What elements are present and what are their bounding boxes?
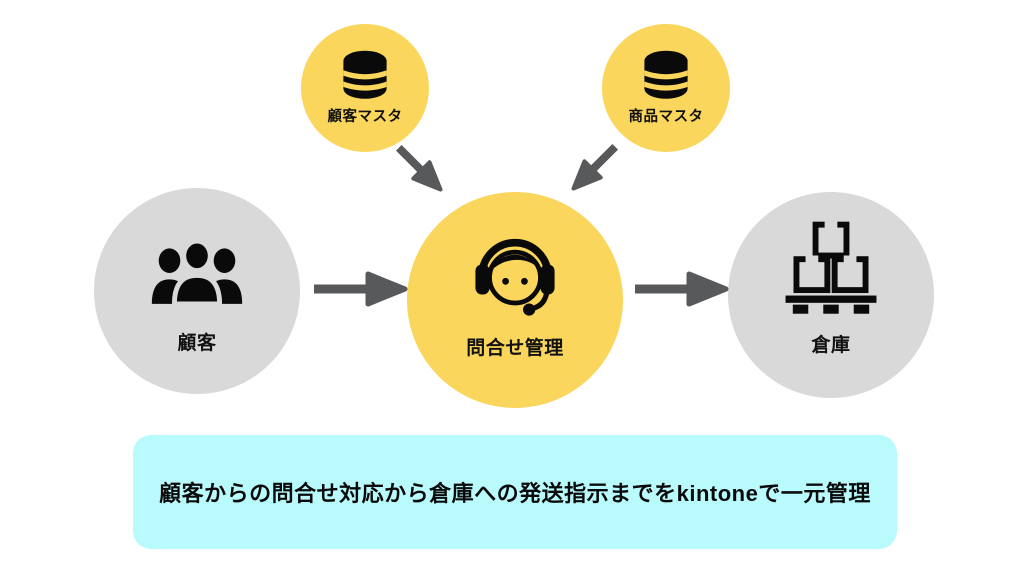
arrow-customer-master-to-inquiry xyxy=(386,135,454,203)
node-label-customer: 顧客 xyxy=(177,333,217,354)
node-customer-master: 顧客マスタ xyxy=(301,24,429,152)
arrow-inquiry-to-warehouse xyxy=(631,269,731,309)
boxes-on-pallet-icon xyxy=(785,221,877,314)
arrow-product-master-to-inquiry xyxy=(560,134,628,202)
node-label-product-master: 商品マスタ xyxy=(628,109,704,125)
summary-banner-text: 顧客からの問合せ対応から倉庫への発送指示までをkintoneで一元管理 xyxy=(159,481,871,506)
summary-banner: 顧客からの問合せ対応から倉庫への発送指示までをkintoneで一元管理 xyxy=(133,435,897,549)
node-label-warehouse: 倉庫 xyxy=(811,335,851,356)
node-warehouse: 倉庫 xyxy=(728,192,934,398)
node-label-customer-master: 顧客マスタ xyxy=(327,109,403,125)
database-icon xyxy=(644,50,688,99)
node-label-inquiry-management: 問合せ管理 xyxy=(466,338,564,359)
arrow-customer-to-inquiry xyxy=(310,269,410,309)
node-product-master: 商品マスタ xyxy=(602,24,730,152)
node-inquiry-management: 問合せ管理 xyxy=(407,192,623,408)
operator-headset-icon xyxy=(475,238,555,316)
database-icon xyxy=(343,50,387,99)
node-customer: 顧客 xyxy=(94,188,300,394)
people-group-icon xyxy=(151,238,243,306)
